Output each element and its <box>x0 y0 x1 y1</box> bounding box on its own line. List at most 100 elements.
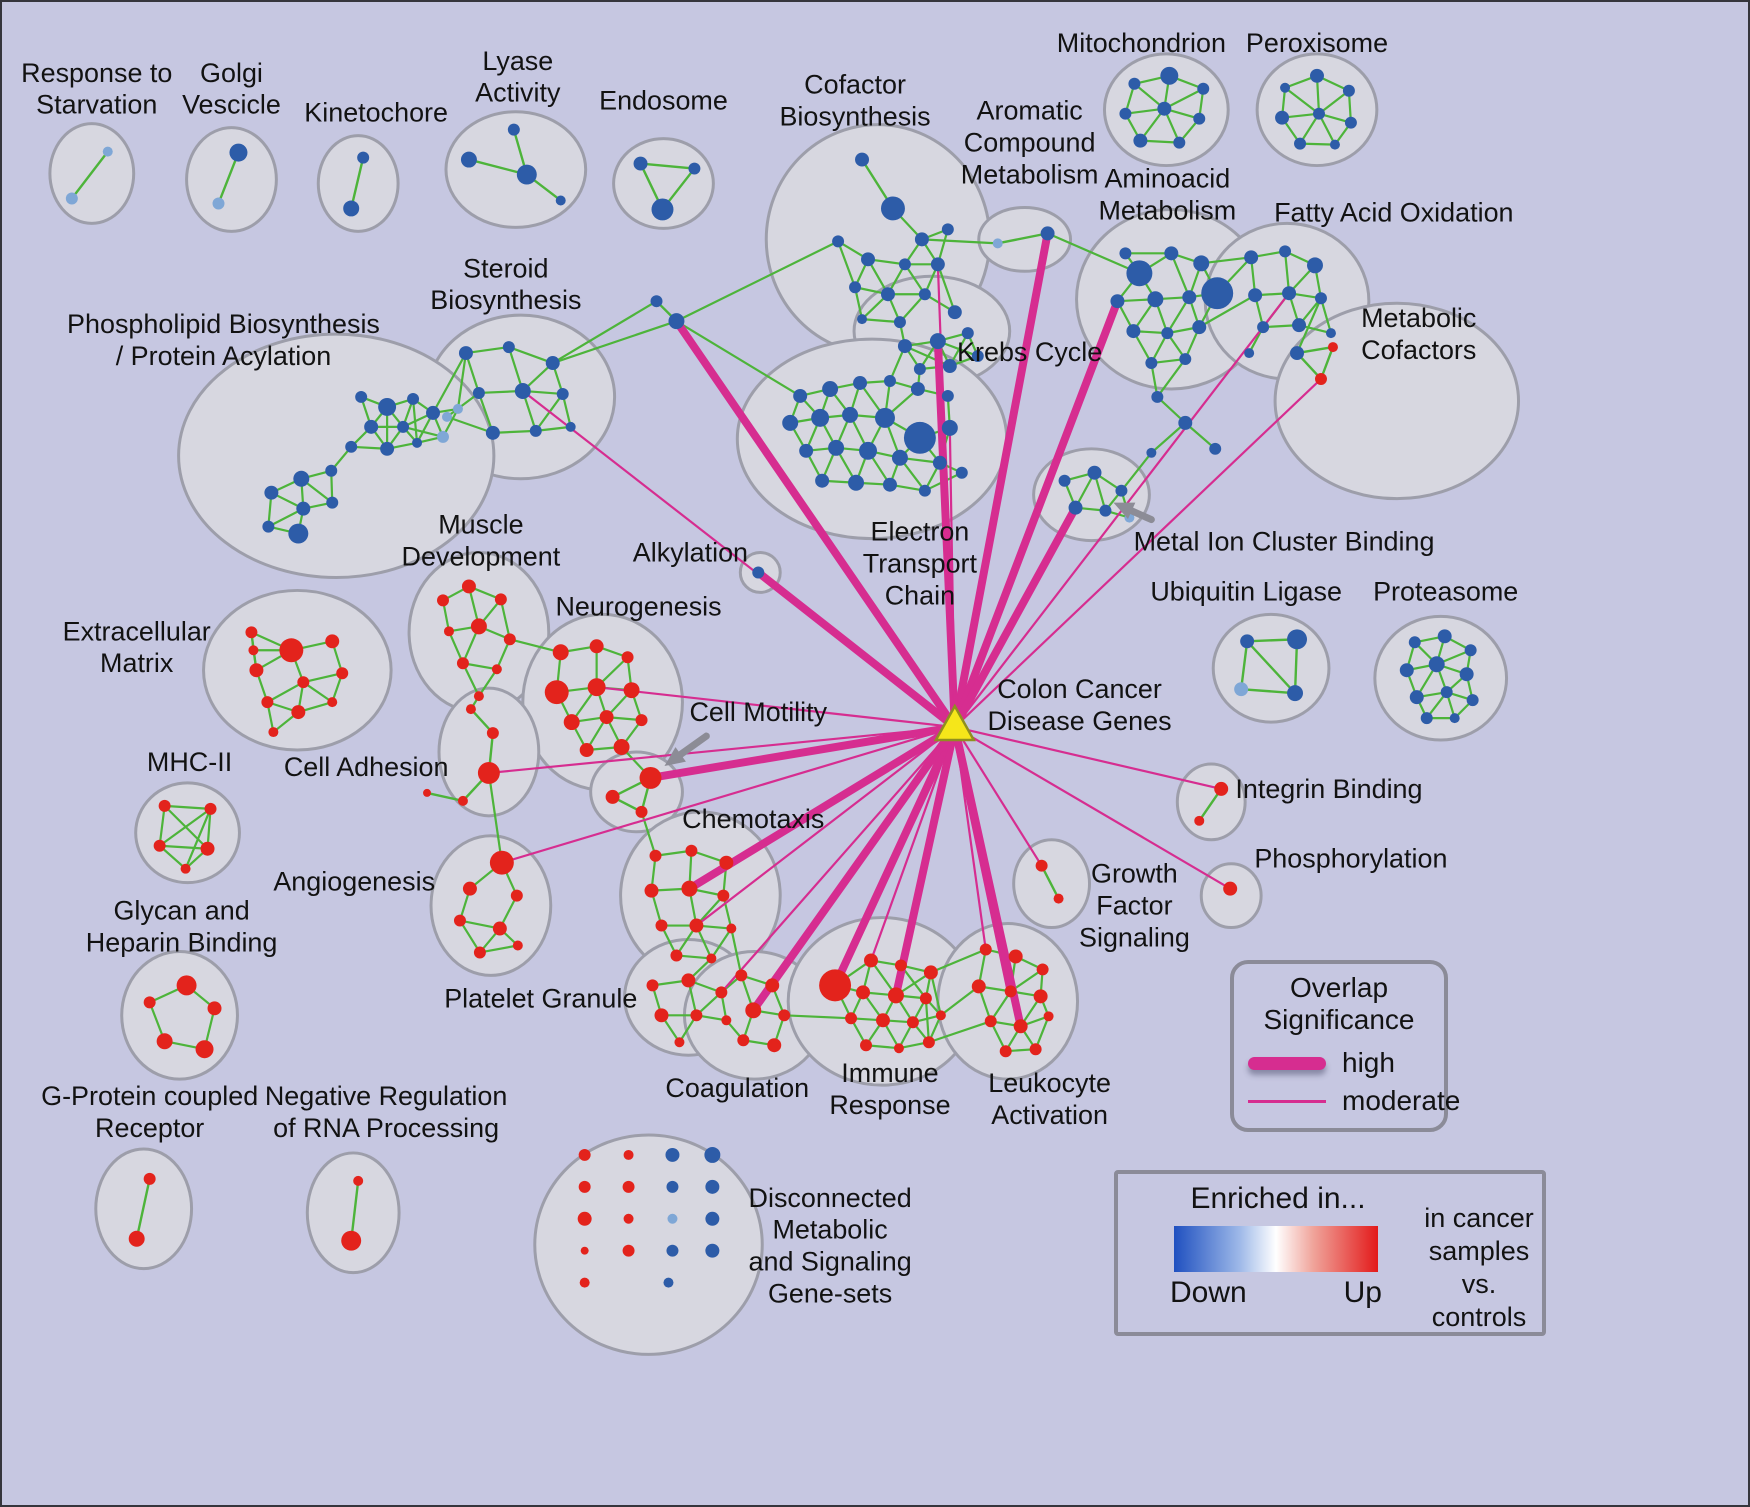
node-steroid-biosynthesis-1[interactable] <box>502 341 515 354</box>
node-disconnected-gene-sets-4[interactable] <box>579 1277 590 1288</box>
node-steroid-biosynthesis-2[interactable] <box>545 356 560 371</box>
node-muscle-development-2[interactable] <box>494 593 507 606</box>
node-cofactor-biosynthesis-6[interactable] <box>898 258 911 271</box>
node-proteasome-10[interactable] <box>1449 713 1460 724</box>
node-leukocyte-activation-7[interactable] <box>1013 1019 1028 1034</box>
node-muscle-development-8[interactable] <box>473 691 484 702</box>
node-neurogenesis-7[interactable] <box>599 710 614 725</box>
node-extracellular-matrix-4[interactable] <box>297 676 310 689</box>
node-platelet-granule-2[interactable] <box>715 986 728 999</box>
node-fatty-acid-oxidation-0[interactable] <box>1244 250 1259 265</box>
node-phospholipid-biosynthesis-6[interactable] <box>345 440 358 453</box>
node-disconnected-gene-sets-14[interactable] <box>705 1179 720 1194</box>
node-leukocyte-activation-10[interactable] <box>1029 1043 1042 1056</box>
node-proteasome-1[interactable] <box>1437 629 1452 644</box>
node-krebs-cycle-3[interactable] <box>913 363 926 376</box>
node-kinetochore-1[interactable] <box>343 200 360 217</box>
node-peroxisome-7[interactable] <box>1329 139 1340 150</box>
node-aminoacid-metabolism-10[interactable] <box>1145 357 1158 370</box>
node-electron-transport-chain-20[interactable] <box>918 484 931 497</box>
node-muscle-development-7[interactable] <box>491 664 502 675</box>
node-angiogenesis-2[interactable] <box>510 889 523 902</box>
node-cofactor-biosynthesis-7[interactable] <box>930 257 945 272</box>
node-electron-transport-chain-1[interactable] <box>822 380 839 397</box>
node-mhc-ii-2[interactable] <box>153 839 166 852</box>
node-mitochondrion-1[interactable] <box>1160 66 1179 85</box>
node-neurogenesis-9[interactable] <box>579 743 594 757</box>
node-endosome-0[interactable] <box>633 156 648 171</box>
node-glycan-heparin-binding-1[interactable] <box>143 996 156 1009</box>
node-platelet-granule-4[interactable] <box>690 1009 703 1022</box>
node-extracellular-matrix-1[interactable] <box>279 638 304 663</box>
node-disconnected-gene-sets-2[interactable] <box>577 1211 592 1226</box>
node-electron-transport-chain-9[interactable] <box>875 407 895 428</box>
node-proteasome-7[interactable] <box>1440 686 1453 699</box>
node-krebs-cycle-2[interactable] <box>961 327 974 340</box>
node-extracellular-matrix-3[interactable] <box>249 663 264 678</box>
node-fatty-acid-oxidation-5[interactable] <box>1314 292 1327 305</box>
node-mhc-ii-3[interactable] <box>200 841 215 856</box>
node-chemotaxis-6[interactable] <box>655 919 668 932</box>
node-leukocyte-activation-3[interactable] <box>971 979 986 994</box>
node-chemotaxis-7[interactable] <box>689 918 704 933</box>
node-cofactor-biosynthesis-2[interactable] <box>914 232 929 247</box>
node-aminoacid-metabolism-2[interactable] <box>1193 255 1210 272</box>
node-aminoacid-metabolism-1[interactable] <box>1164 246 1179 261</box>
node-metal-ion-cluster-binding-0[interactable] <box>1058 474 1071 487</box>
node-chemotaxis-4[interactable] <box>681 880 698 897</box>
node-disconnected-gene-sets-1[interactable] <box>578 1180 591 1193</box>
node-phospholipid-biosynthesis-10[interactable] <box>452 403 463 414</box>
node-cofactor-biosynthesis-12[interactable] <box>893 316 906 329</box>
node-electron-transport-chain-4[interactable] <box>910 381 925 396</box>
node-cofactor-biosynthesis-11[interactable] <box>947 305 962 320</box>
node-integrin-binding-0[interactable] <box>1214 781 1229 796</box>
node-peroxisome-3[interactable] <box>1275 110 1290 125</box>
node-phospholipid-biosynthesis-2[interactable] <box>407 392 420 405</box>
node-neurogenesis-2[interactable] <box>621 651 634 664</box>
node-cell-adhesion-3[interactable] <box>457 795 468 806</box>
node-angiogenesis-1[interactable] <box>462 881 477 896</box>
node-steroid-biosynthesis-7[interactable] <box>529 424 542 437</box>
node-disconnected-gene-sets-7[interactable] <box>623 1213 634 1224</box>
node-electron-transport-chain-14[interactable] <box>859 441 877 460</box>
node-disconnected-gene-sets-6[interactable] <box>622 1180 635 1193</box>
node-immune-response-5[interactable] <box>887 987 904 1004</box>
node-cofactor-biosynthesis-5[interactable] <box>861 252 875 267</box>
node-platelet-granule-0[interactable] <box>646 979 659 992</box>
node-aminoacid-metabolism-15[interactable] <box>1209 442 1222 455</box>
node-muscle-development-5[interactable] <box>503 633 516 646</box>
node-neurogenesis-4[interactable] <box>587 678 606 697</box>
node-steroid-biosynthesis-6[interactable] <box>485 425 500 440</box>
node-lyase-activity-0[interactable] <box>460 151 477 168</box>
node-immune-response-12[interactable] <box>893 1043 904 1054</box>
node-immune-response-3[interactable] <box>923 965 938 980</box>
node-steroid-biosynthesis-8[interactable] <box>565 421 576 432</box>
node-phosphorylation-0[interactable] <box>1223 881 1238 896</box>
node-golgi-vescicle-0[interactable] <box>229 143 248 162</box>
node-mhc-ii-4[interactable] <box>180 863 191 874</box>
node-chemotaxis-5[interactable] <box>717 889 730 902</box>
node-response-to-starvation-0[interactable] <box>65 192 78 205</box>
node-krebs-cycle-4[interactable] <box>942 359 957 374</box>
node-chemotaxis-9[interactable] <box>670 949 683 962</box>
node-steroid-biosynthesis-4[interactable] <box>514 382 531 399</box>
node-immune-response-8[interactable] <box>875 1013 890 1028</box>
node-neurogenesis-1[interactable] <box>589 639 604 654</box>
node-angiogenesis-0[interactable] <box>489 850 514 875</box>
node-extracellular-matrix-5[interactable] <box>336 667 349 680</box>
node-bridge-0[interactable] <box>650 295 663 308</box>
node-electron-transport-chain-10[interactable] <box>903 421 936 454</box>
node-electron-transport-chain-17[interactable] <box>815 473 830 488</box>
node-neurogenesis-8[interactable] <box>635 714 648 727</box>
node-fatty-acid-oxidation-8[interactable] <box>1325 328 1336 339</box>
node-leukocyte-activation-5[interactable] <box>1033 989 1048 1004</box>
node-proteasome-2[interactable] <box>1464 644 1477 657</box>
node-phospholipid-biosynthesis-11[interactable] <box>325 464 338 477</box>
node-mitochondrion-2[interactable] <box>1197 82 1210 95</box>
node-mitochondrion-7[interactable] <box>1173 136 1186 149</box>
node-disconnected-gene-sets-16[interactable] <box>705 1243 720 1258</box>
node-cell-motility-1[interactable] <box>605 789 620 804</box>
node-endosome-1[interactable] <box>688 162 701 175</box>
node-disconnected-gene-sets-8[interactable] <box>622 1244 635 1257</box>
node-aromatic-compound-metabolism-0[interactable] <box>992 238 1003 249</box>
